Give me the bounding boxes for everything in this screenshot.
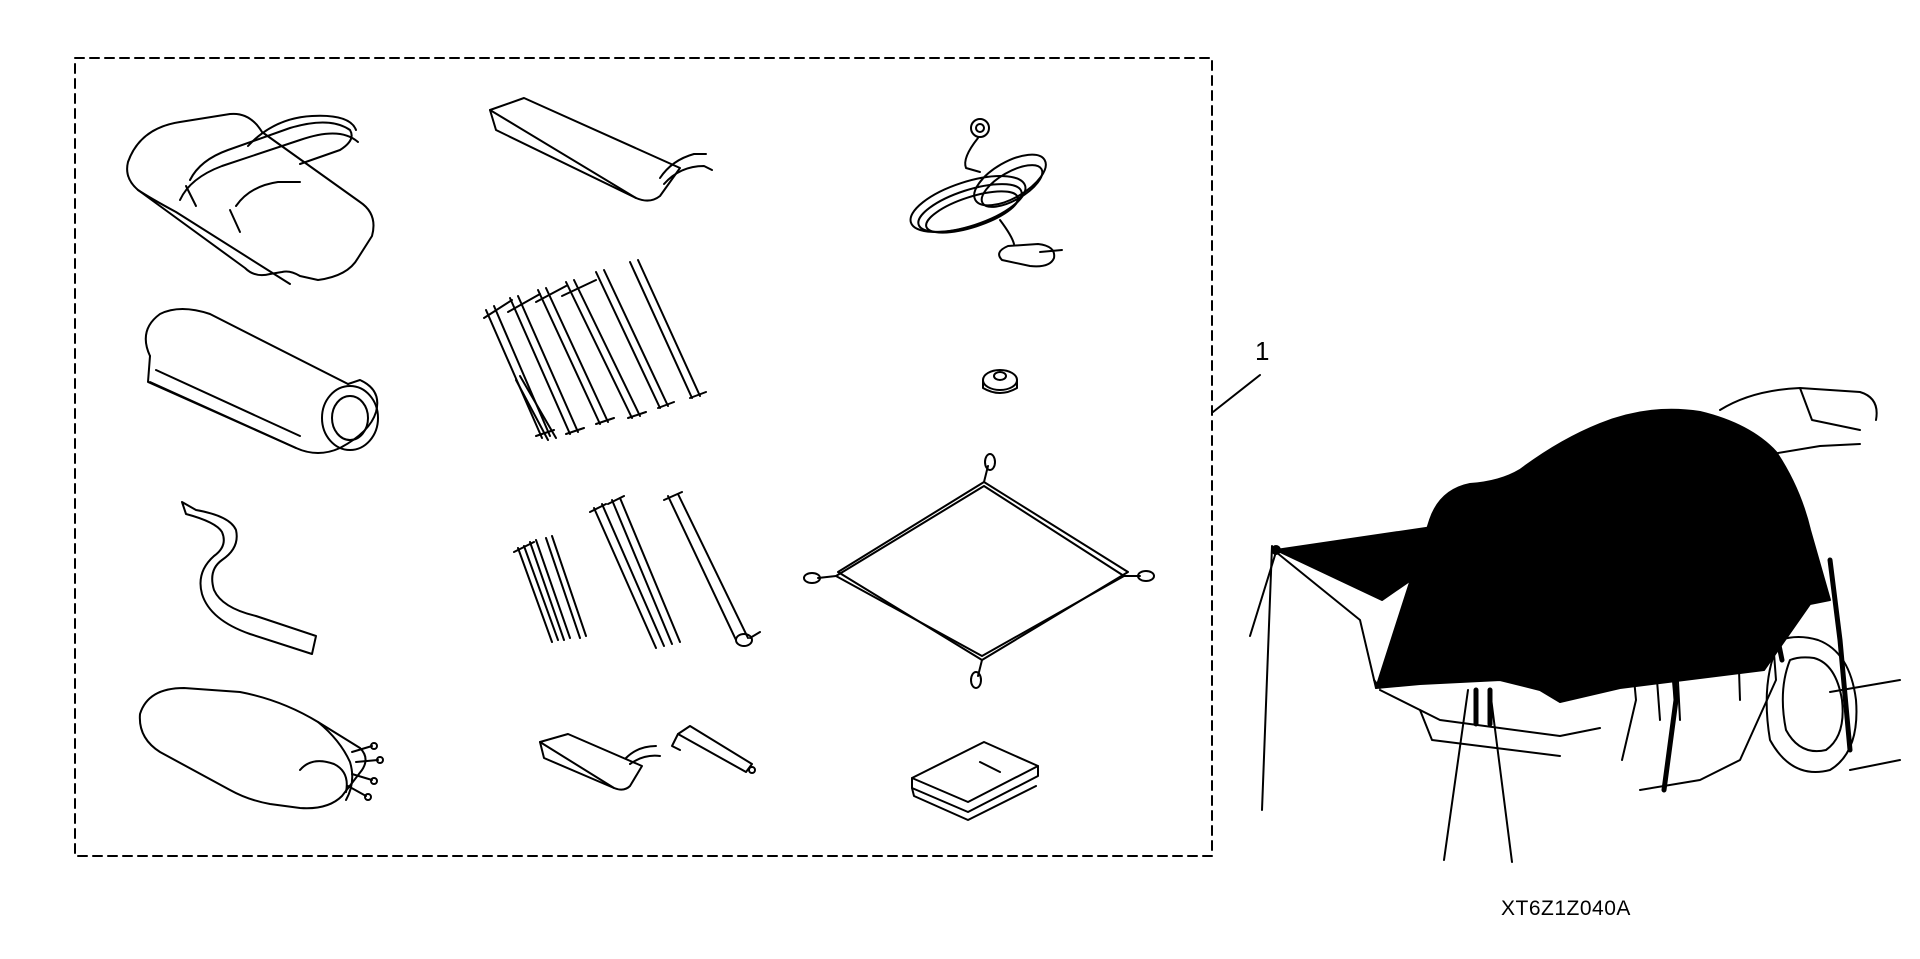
part-code-label: XT6Z1Z040A (1501, 897, 1631, 920)
hex-key-icon (671, 725, 756, 774)
strap-icon (181, 501, 317, 655)
stuff-sack-icon (138, 687, 384, 810)
small-pouch-icon (539, 733, 661, 791)
stake-pouch-icon (489, 97, 713, 202)
vehicle-with-tent-illustration (1249, 387, 1901, 863)
guy-rope-icon (909, 118, 1063, 268)
callout-leader-line (1212, 374, 1261, 413)
kit-boundary (74, 57, 1213, 857)
rubber-grommet-icon (982, 369, 1018, 394)
short-poles-icon (513, 491, 761, 649)
callout-number: 1 (1255, 336, 1270, 366)
cargo-net-icon (803, 453, 1155, 689)
instruction-booklet-icon (911, 741, 1039, 821)
tent-carry-bag-icon (126, 112, 375, 285)
folding-poles-icon (483, 259, 707, 441)
rolled-mat-icon (144, 308, 379, 454)
tent-canopy (1375, 408, 1831, 703)
